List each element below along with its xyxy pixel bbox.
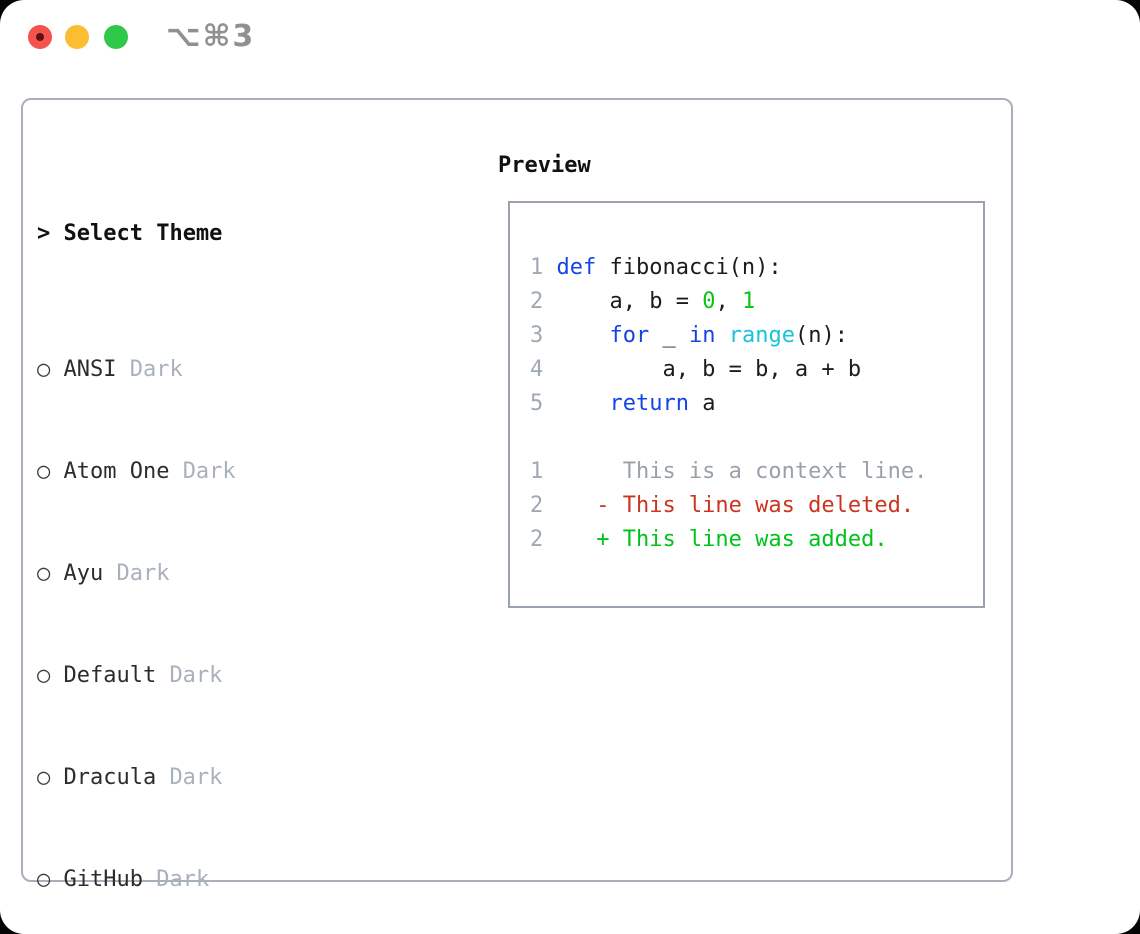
variant-tag: Dark: [156, 867, 210, 892]
variant-tag: Dark: [169, 765, 223, 790]
line-number: 3: [530, 323, 544, 348]
code-line-3: 3 for _ in range(n):: [530, 319, 983, 353]
select-theme-heading-label: Select Theme: [63, 221, 223, 246]
code-line-2: 2 a, b = 0, 1: [530, 285, 983, 319]
variant-tag: Dark: [129, 357, 183, 382]
diff-context-line: 1 This is a context line.: [530, 455, 983, 489]
radio-icon: ○: [37, 357, 51, 382]
line-number: 1: [530, 255, 544, 280]
radio-icon: ○: [37, 765, 51, 790]
radio-icon: ○: [37, 663, 51, 688]
preview-heading: Preview: [498, 153, 591, 178]
radio-icon: ○: [37, 867, 51, 892]
line-number: 2: [530, 289, 544, 314]
close-dot-icon: [36, 33, 44, 41]
diff-added-line: 2 + This line was added.: [530, 523, 983, 557]
close-icon[interactable]: [28, 25, 52, 49]
line-number: 5: [530, 391, 544, 416]
variant-tag: Dark: [169, 663, 223, 688]
radio-icon: ○: [37, 459, 51, 484]
variant-tag: Dark: [116, 561, 170, 586]
code-line-5: 5 return a: [530, 387, 983, 421]
minimize-icon[interactable]: [65, 25, 89, 49]
titlebar: ⌥⌘3: [0, 0, 1140, 97]
blank-line: [530, 421, 983, 455]
window-title: ⌥⌘3: [166, 19, 256, 54]
code-line-4: 4 a, b = b, a + b: [530, 353, 983, 387]
cursor-caret-icon: >: [37, 221, 51, 246]
variant-tag: Dark: [182, 459, 236, 484]
line-number: 1: [530, 459, 544, 484]
line-number: 4: [530, 357, 544, 382]
select-theme-heading: > Select Theme: [37, 217, 408, 251]
diff-deleted-line: 2 - This line was deleted.: [530, 489, 983, 523]
radio-icon: ○: [37, 561, 51, 586]
line-number: 2: [530, 527, 544, 552]
line-number: 2: [530, 493, 544, 518]
maximize-icon[interactable]: [104, 25, 128, 49]
